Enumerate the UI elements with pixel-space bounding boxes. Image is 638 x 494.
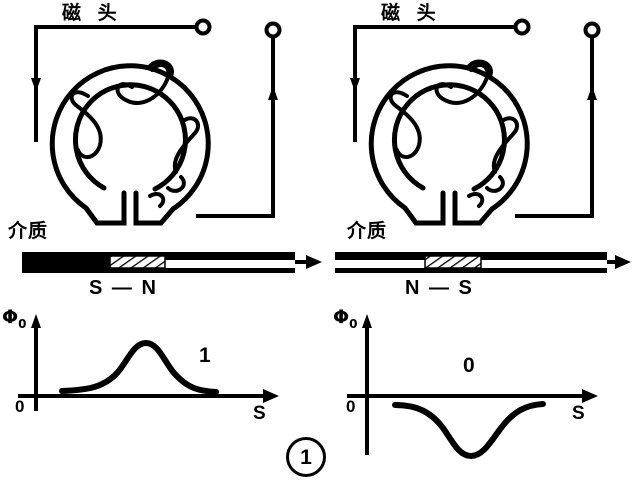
flux-waveform-positive <box>59 339 219 395</box>
medium-label-right: 介质 <box>347 220 388 242</box>
tape-region-n <box>165 256 295 260</box>
polarity-label-right: N — S <box>405 277 474 299</box>
head-label-right: 磁 头 <box>381 2 441 24</box>
x-axis-label-right: S <box>572 403 585 424</box>
tape-motion-arrow-icon <box>295 255 322 269</box>
terminal-right-icon <box>264 21 282 39</box>
current-arrow-down-icon <box>31 78 41 92</box>
medium-strip-right <box>335 252 631 273</box>
head-circuit-left-lead <box>34 25 196 142</box>
tape-region-transition-outline <box>424 255 482 269</box>
tape-region-n <box>335 256 425 260</box>
tape-bottom-edge <box>22 268 295 273</box>
head-coil-winding <box>69 59 201 208</box>
figure-number-badge: 1 <box>286 437 326 477</box>
head-label-left: 磁 头 <box>62 2 122 24</box>
origin-label-left: 0 <box>15 397 25 416</box>
tape-bottom-edge <box>335 268 607 273</box>
tape-region-s <box>481 256 607 260</box>
flux-plot-right-y-axis <box>362 314 372 455</box>
flux-axis-subscript: 0 <box>18 316 27 331</box>
terminal-left-icon <box>513 18 531 36</box>
tape-motion-arrow-icon <box>607 255 631 269</box>
flux-plot-right <box>347 314 598 460</box>
medium-strip-left <box>22 252 322 273</box>
current-arrow-down-icon <box>350 78 360 92</box>
panel-left-artwork <box>31 18 282 226</box>
current-arrow-up-icon <box>268 86 278 100</box>
panel-right: 磁 头 介质 N — S <box>319 0 638 494</box>
flux-axis-symbol: Φ <box>2 306 19 328</box>
tape-top-edge <box>22 252 295 256</box>
flux-axis-subscript: 0 <box>349 316 358 331</box>
tape-region-transition <box>110 256 165 268</box>
tape-region-s <box>22 256 110 268</box>
flux-plot-left-x-axis <box>18 389 279 403</box>
head-circuit-left-lead <box>353 25 515 142</box>
head-coil-winding <box>388 59 520 208</box>
flux-waveform-negative <box>392 401 546 460</box>
origin-label-right: 0 <box>346 397 356 416</box>
tape-region-transition <box>425 256 481 268</box>
bit-value-label-right: 0 <box>463 354 475 377</box>
panel-left: 磁 头 介质 S — N <box>2 2 322 424</box>
terminal-right-icon <box>583 21 601 39</box>
current-arrow-up-icon <box>587 86 597 100</box>
medium-label-left: 介质 <box>8 220 49 242</box>
panel-right-artwork <box>350 18 601 226</box>
flux-plot-left <box>18 314 279 411</box>
flux-axis-symbol: Φ <box>333 306 350 328</box>
bit-value-label-left: 1 <box>199 344 211 367</box>
flux-axis-label-left: Φ0 <box>2 308 27 330</box>
x-axis-label-left: S <box>253 403 266 424</box>
terminal-left-icon <box>194 18 212 36</box>
polarity-label-left: S — N <box>89 277 158 299</box>
flux-axis-label-right: Φ0 <box>333 308 358 330</box>
flux-plot-right-x-axis <box>347 389 598 403</box>
tape-region-transition-outline <box>109 255 166 269</box>
figure-number-text: 1 <box>300 445 312 469</box>
tape-top-edge <box>335 252 607 256</box>
